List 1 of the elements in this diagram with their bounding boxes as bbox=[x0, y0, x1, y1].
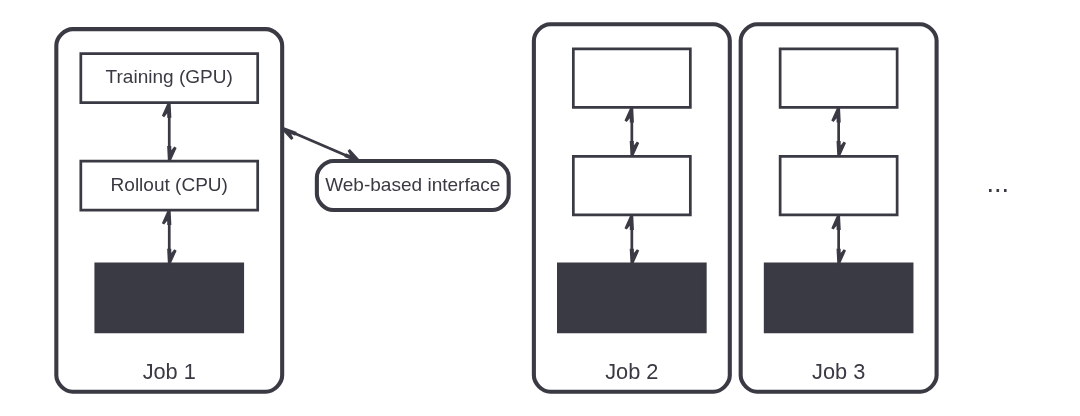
label: ... bbox=[986, 167, 1010, 199]
